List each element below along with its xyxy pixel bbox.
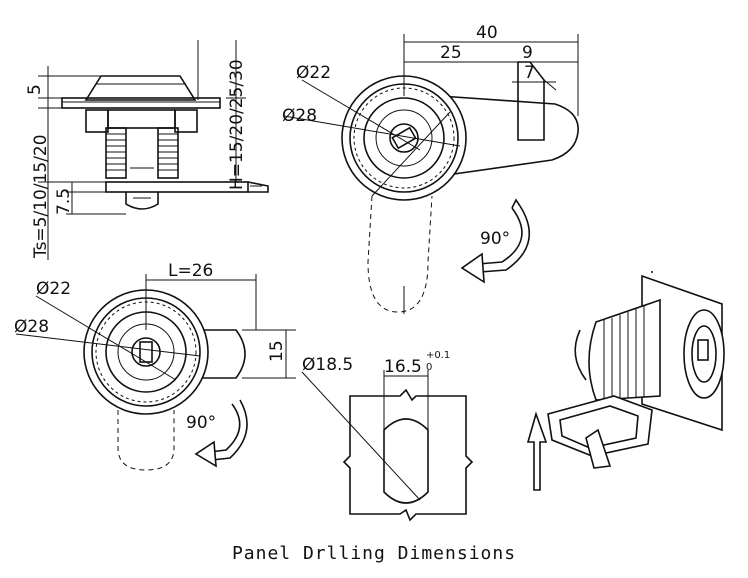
side-panel xyxy=(61,97,221,109)
drilling-panel xyxy=(342,388,474,522)
dim-ts: Ts=5/10/15/20 xyxy=(31,134,51,259)
caption: Panel Drlling Dimensions xyxy=(231,543,517,564)
bottom-rotation-arrow xyxy=(209,403,241,453)
side-screw xyxy=(125,192,159,210)
top-dia-22: Ø22 xyxy=(296,63,331,83)
dim-h: H=15/20/25/30 xyxy=(227,59,247,190)
drilling-view: Ø18.5 16.5 +0.1 0 xyxy=(301,350,474,522)
iso-lock-body xyxy=(588,298,661,401)
iso-thread xyxy=(603,306,645,398)
side-cap xyxy=(84,75,197,101)
top-dia-28: Ø28 xyxy=(282,106,317,126)
dim-25: 25 xyxy=(440,43,462,63)
dim-40: 40 xyxy=(476,23,498,43)
bottom-lever xyxy=(176,329,246,379)
drill-dia: Ø18.5 xyxy=(302,355,353,375)
isometric-view xyxy=(526,271,725,491)
top-rotation-arrow xyxy=(477,207,523,265)
top-rotation-label: 90° xyxy=(480,229,510,249)
top-lever xyxy=(439,95,579,177)
side-thread-left xyxy=(105,127,127,179)
iso-face xyxy=(683,309,725,399)
bottom-dia-28: Ø28 xyxy=(14,317,49,337)
bottom-dia-22: Ø22 xyxy=(36,279,71,299)
drill-tol-upper: +0.1 xyxy=(426,350,450,361)
dim-5: 5 xyxy=(25,84,45,95)
dim-7: 7 xyxy=(524,63,535,83)
bottom-key-cylinder xyxy=(131,337,161,367)
bottom-rotation-label: 90° xyxy=(186,413,216,433)
drilling-hole xyxy=(383,418,429,504)
dim-l: L=26 xyxy=(168,261,213,281)
top-view: Ø22 Ø28 40 25 9 7 90° xyxy=(282,23,579,314)
drill-tol-lower: 0 xyxy=(426,362,432,373)
top-cam-swing xyxy=(367,195,433,313)
top-inner-ring xyxy=(363,97,445,179)
side-nut-left xyxy=(85,109,109,133)
iso-arrow xyxy=(526,411,548,491)
bottom-view: 15 Ø22 Ø28 L=26 90° xyxy=(14,261,296,471)
dim-9: 9 xyxy=(522,43,533,63)
side-view: 5 Ts=5/10/15/20 7.5 H=15/20/25/30 xyxy=(25,40,269,260)
side-cam xyxy=(105,181,249,193)
dim-15: 15 xyxy=(267,340,287,362)
bottom-cam-swing xyxy=(117,410,175,471)
side-thread-right xyxy=(157,127,179,179)
dim-7-5: 7.5 xyxy=(54,188,74,215)
drill-width: 16.5 xyxy=(384,357,422,377)
side-thread-lines xyxy=(106,133,178,171)
